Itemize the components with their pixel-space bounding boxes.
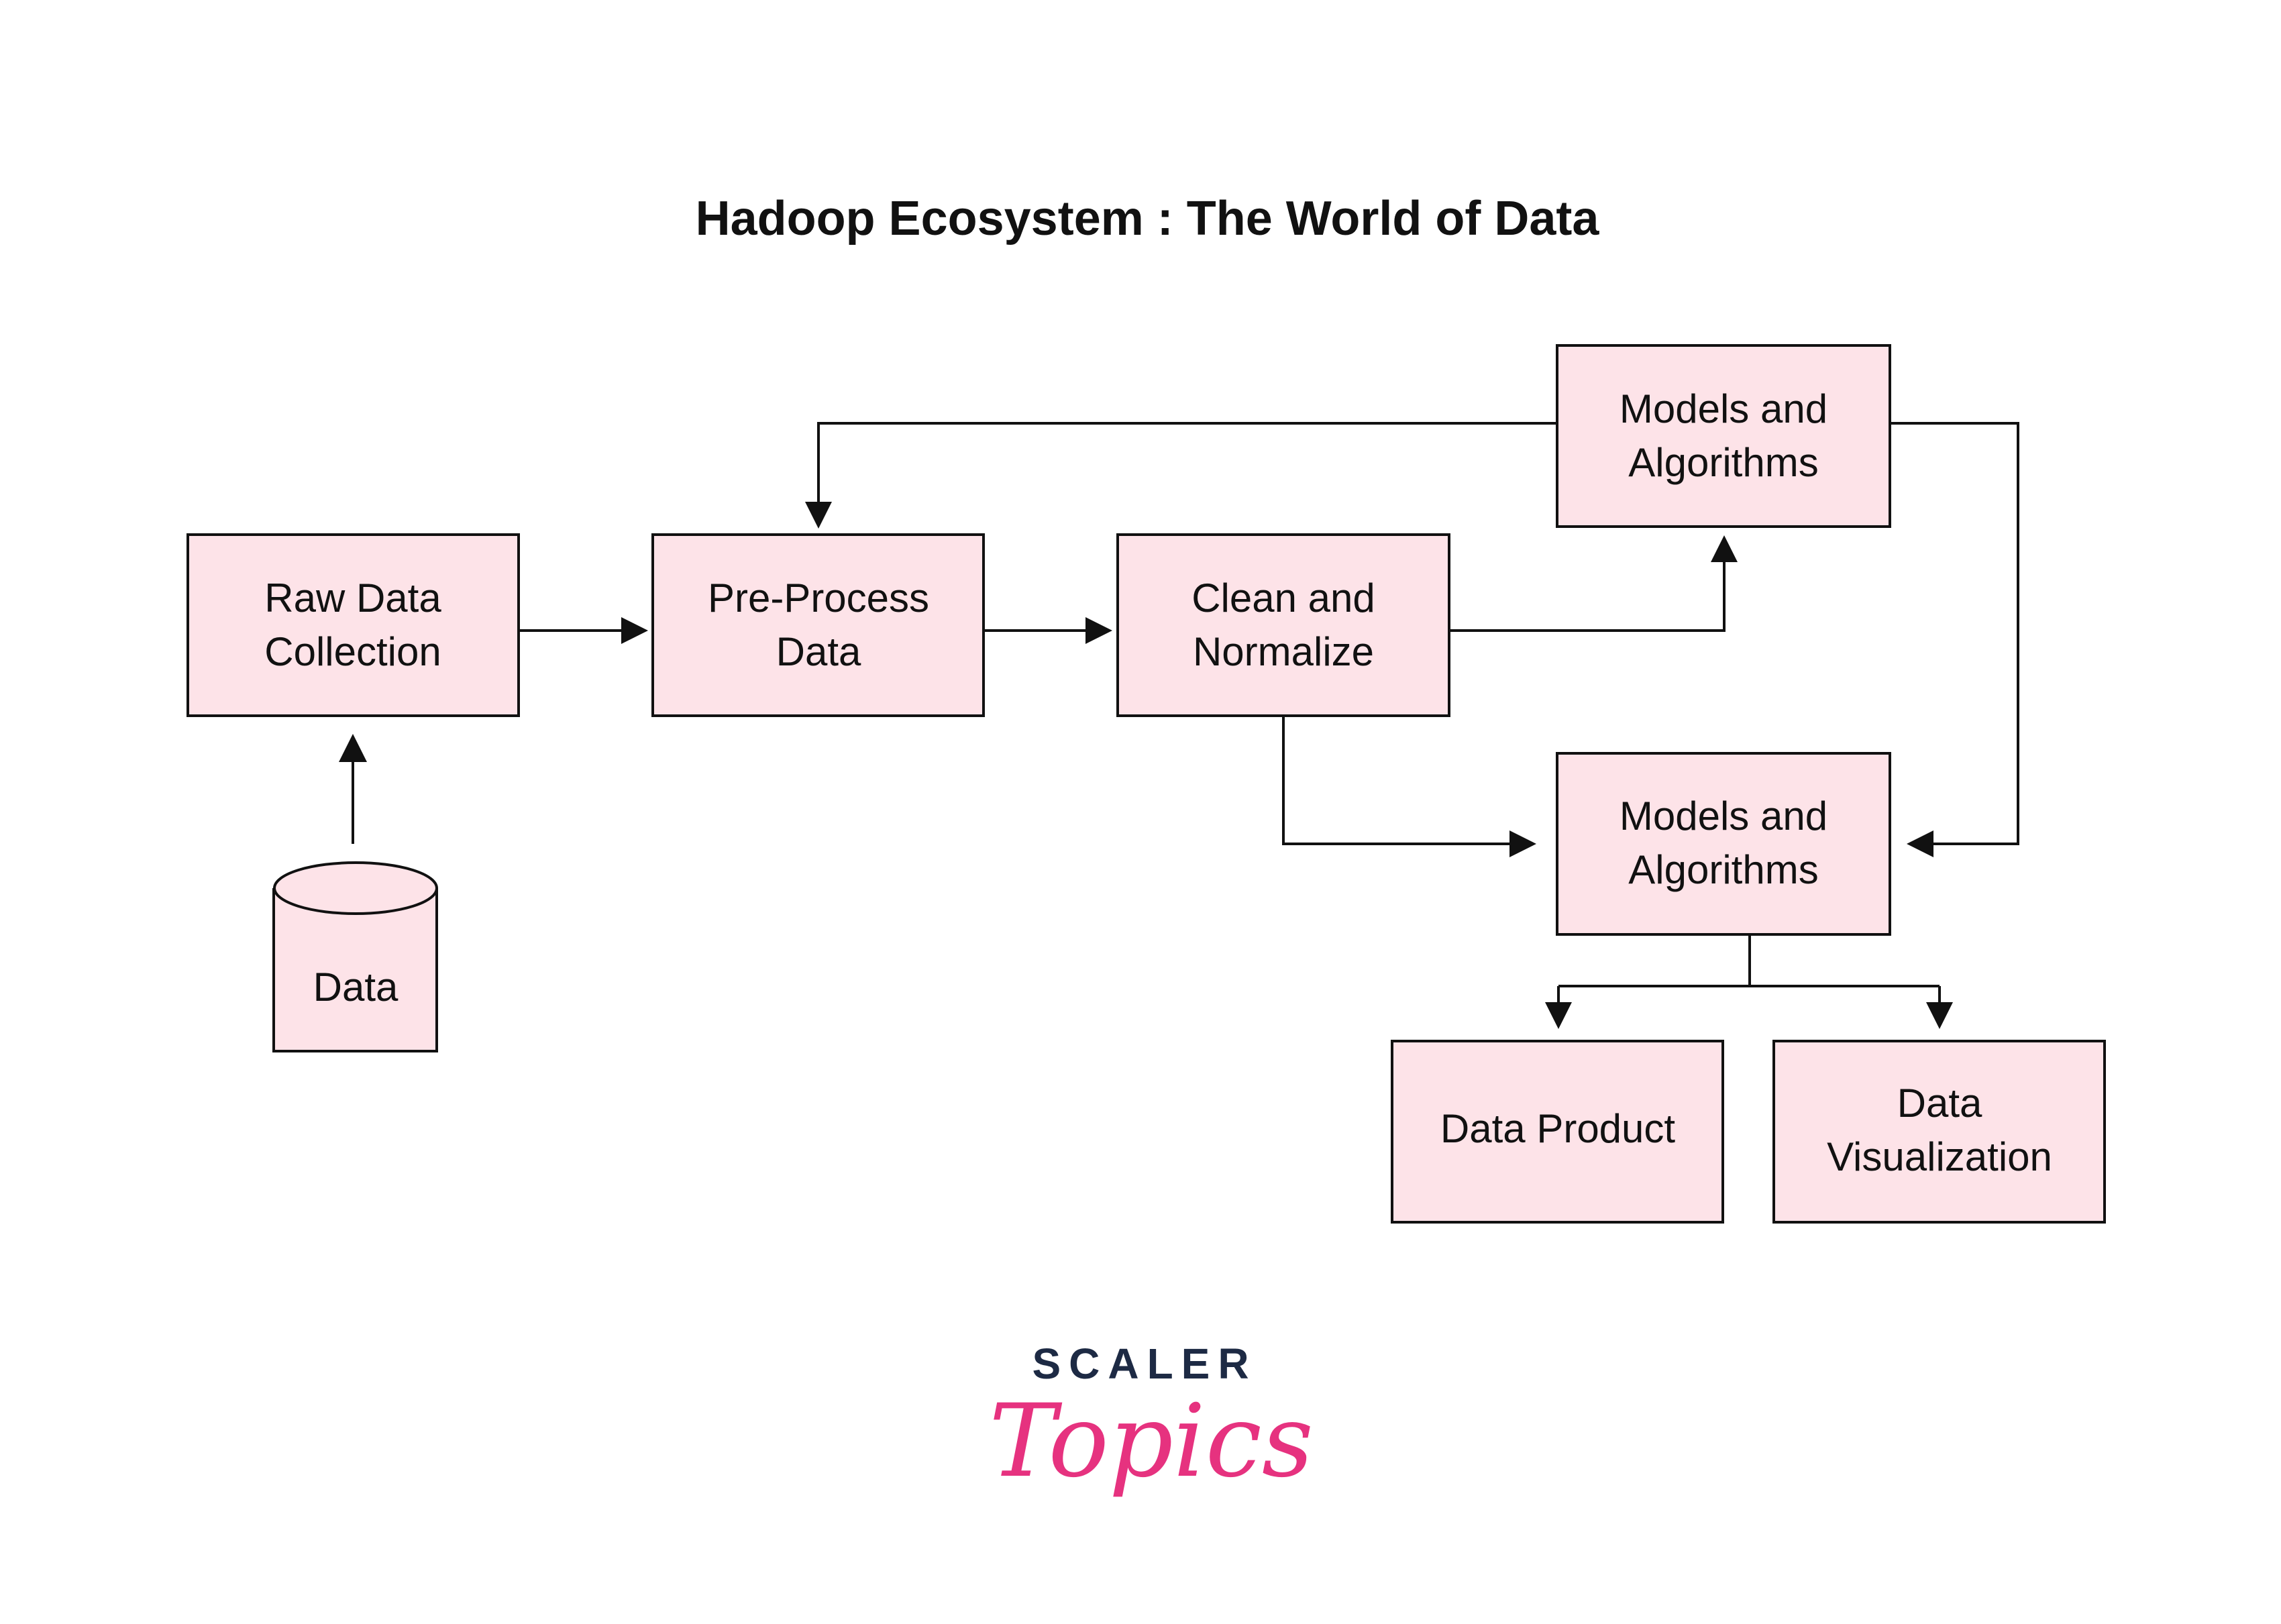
arrowhead-raw-data-to-preprocess: [621, 617, 648, 644]
node-clean-and-normalize: Clean and Normalize: [1116, 533, 1450, 717]
arrowhead-clean-to-models-bottom: [1509, 830, 1536, 857]
node-box: [1116, 533, 1450, 717]
arrowhead-preprocess-to-clean: [1085, 617, 1112, 644]
node-label-line1: Models and: [1620, 386, 1827, 431]
arrowhead-to-data-product: [1545, 1002, 1572, 1029]
arrowhead-to-data-visualization: [1926, 1002, 1953, 1029]
arrowhead-clean-to-models-top: [1711, 535, 1738, 562]
cylinder-top: [273, 861, 438, 915]
node-data-product: Data Product: [1391, 1040, 1724, 1224]
diagram-title: Hadoop Ecosystem : The World of Data: [696, 192, 1600, 246]
node-box: [651, 533, 985, 717]
node-raw-data-collection: Raw Data Collection: [187, 533, 520, 717]
node-models-and-algorithms-bottom: Models and Algorithms: [1556, 752, 1891, 936]
logo-scaler-text: SCALER: [1032, 1340, 1257, 1388]
node-data-cylinder: Data: [272, 861, 438, 1052]
node-box: [187, 533, 520, 717]
node-box: [1556, 752, 1891, 936]
edge-clean-to-models-top: [1449, 561, 1726, 632]
arrowhead-models-top-to-preprocess: [805, 502, 832, 529]
node-label-line1: Data Product: [1440, 1106, 1676, 1151]
node-label-line2: Algorithms: [1628, 440, 1818, 485]
arrowhead-models-top-to-models-bottom: [1907, 830, 1933, 857]
node-label-line1: Raw Data: [264, 576, 441, 620]
arrowhead-data-to-raw-data: [339, 734, 367, 762]
cylinder-body: [272, 888, 438, 1052]
edge-models-bottom-split: [1557, 936, 1941, 1004]
edges: [339, 422, 2019, 1029]
edge-clean-to-models-bottom: [1282, 716, 1511, 845]
node-label-line2: Algorithms: [1628, 847, 1818, 892]
node-pre-process-data: Pre-Process Data: [651, 533, 985, 717]
node-label-line1: Data: [1897, 1081, 1982, 1126]
node-box: [1772, 1040, 2106, 1224]
node-data-visualization: Data Visualization: [1772, 1040, 2106, 1224]
node-label-line2: Normalize: [1193, 629, 1374, 674]
scaler-topics-logo: SCALER Topics: [989, 1340, 1314, 1500]
node-label-line2: Visualization: [1827, 1134, 2052, 1179]
node-box: [1391, 1040, 1724, 1224]
node-label-line1: Clean and: [1191, 576, 1375, 620]
node-label-line1: Pre-Process: [708, 576, 929, 620]
node-label-line2: Data: [776, 629, 861, 674]
cylinder-label: Data: [313, 965, 399, 1010]
node-models-and-algorithms-top: Models and Algorithms: [1556, 344, 1891, 528]
edge-models-top-to-preprocess: [817, 422, 1557, 503]
logo-topics-text: Topics: [989, 1383, 1314, 1500]
node-box: [1556, 344, 1891, 528]
node-label-line1: Models and: [1620, 794, 1827, 838]
edge-models-top-to-models-bottom: [1890, 422, 2019, 845]
node-label-line2: Collection: [264, 629, 441, 674]
